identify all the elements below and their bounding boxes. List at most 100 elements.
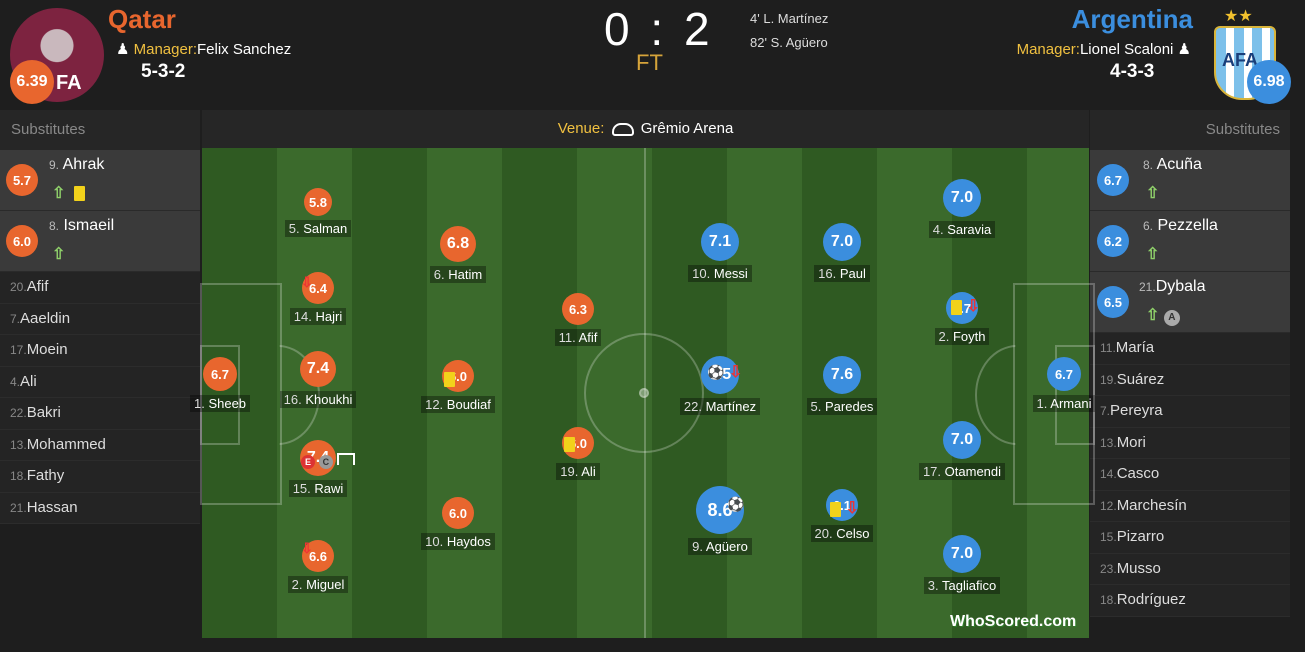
substitute-row[interactable]: 21.Hassan <box>0 492 200 524</box>
sub-off-icon: ⇩ <box>301 540 313 556</box>
substitute-row[interactable]: 6.5 21.Dybala ⇧ A <box>1090 272 1290 333</box>
player-number: 10. <box>692 266 711 281</box>
substitute-row[interactable]: 15.Pizarro <box>1090 522 1290 554</box>
player-name: Aaeldin <box>20 309 71 327</box>
substitute-row[interactable]: 18.Fathy <box>0 461 200 493</box>
substitute-row[interactable]: 20.Afif <box>0 272 200 304</box>
player-name: Afif <box>578 330 598 345</box>
sub-off-icon: ⇩ <box>724 364 743 381</box>
player-number: 11. <box>558 330 576 345</box>
player-name: Sheeb <box>208 396 247 411</box>
player-rating: 7.0 <box>943 179 981 217</box>
substitute-row[interactable]: 13.Mohammed <box>0 429 200 461</box>
substitute-row[interactable]: 6.7 8. Acuña ⇧ <box>1090 150 1290 211</box>
venue-name: Grêmio Arena <box>640 120 734 137</box>
away-team-name[interactable]: Argentina <box>1071 4 1193 34</box>
player-rating: 7.0 <box>823 223 861 261</box>
goal-event: 82' S. Agüero <box>750 35 828 50</box>
substitute-row[interactable]: 4.Ali <box>0 366 200 398</box>
player-number: 21. <box>10 500 27 515</box>
yellow-card-icon: ⇩ <box>830 498 859 518</box>
star-icon: ★★ <box>1224 8 1253 25</box>
player-marker[interactable]: 6.0 19. Ali <box>533 427 623 481</box>
player-rating: 7.1 <box>701 223 739 261</box>
substitute-row[interactable]: 17.Moein <box>0 335 200 367</box>
home-team-name[interactable]: Qatar <box>108 4 176 34</box>
manager-icon: ♟ <box>1177 41 1191 58</box>
substitute-row[interactable]: 23.Musso <box>1090 553 1290 585</box>
substitute-row[interactable]: 5.7 9. Ahrak ⇧ <box>0 150 200 211</box>
player-rating: 6.0 <box>6 225 38 257</box>
whoscored-watermark: WhoScored.com <box>950 613 1077 630</box>
home-team-rating: 6.39 <box>10 60 54 104</box>
player-label: 2. Miguel <box>287 576 349 593</box>
player-name: Haydos <box>446 534 491 549</box>
player-name: Bakri <box>26 404 61 421</box>
goal-event: 4' L. Martínez <box>750 11 828 26</box>
player-number: 10. <box>425 534 444 549</box>
substitute-row[interactable]: 19.Suárez <box>1090 364 1290 396</box>
home-manager-name: Felix Sanchez <box>197 41 292 58</box>
player-label: 1. Sheeb <box>189 395 251 412</box>
player-name: Hajri <box>315 309 343 324</box>
player-label: 12. Boudiaf <box>421 396 495 413</box>
player-rating: 7.0 <box>943 421 981 459</box>
player-rating: 6.0 <box>562 427 594 459</box>
player-name: Pezzella <box>1157 217 1218 234</box>
yellow-card-icon <box>564 435 575 452</box>
player-rating: 8.6 <box>696 486 744 534</box>
substitute-row[interactable]: 7.Aaeldin <box>0 303 200 335</box>
own-goal-icon: E C <box>301 452 355 469</box>
player-name: Dybala <box>1155 278 1206 295</box>
player-rating: 6.8 <box>440 226 476 262</box>
substitute-row[interactable]: 18.Rodríguez <box>1090 585 1290 617</box>
substitute-row[interactable]: 6.2 6. Pezzella ⇧ <box>1090 211 1290 272</box>
player-name: Musso <box>1116 559 1161 577</box>
player-rating: 5.8 <box>304 188 332 216</box>
sub-on-icon: ⇧ <box>1146 185 1160 202</box>
substitute-row[interactable]: 7.Pereyra <box>1090 396 1290 428</box>
substitute-row[interactable]: 13.Mori <box>1090 427 1290 459</box>
player-number: 8. <box>49 219 60 233</box>
player-number: 12. <box>1100 498 1117 513</box>
substitute-row[interactable]: 22.Bakri <box>0 398 200 430</box>
player-number: 5. <box>288 221 300 236</box>
substitute-row[interactable]: 12.Marchesín <box>1090 490 1290 522</box>
player-label: 19. Ali <box>556 463 600 480</box>
substitute-row[interactable]: 11.María <box>1090 333 1290 365</box>
player-number: 19. <box>560 464 579 479</box>
player-rating: 6.7 <box>1097 164 1129 196</box>
player-number: 2. <box>291 577 303 592</box>
substitute-row[interactable]: 14.Casco <box>1090 459 1290 491</box>
assist-icon: A <box>1163 310 1180 326</box>
goal-scorer: S. Agüero <box>770 35 828 50</box>
sub-on-icon: ⇧ <box>1146 307 1160 324</box>
player-number: 14. <box>293 309 312 324</box>
left-goal-box <box>200 345 240 445</box>
player-number: 2. <box>938 329 950 344</box>
player-label: 15. Rawi <box>288 480 348 497</box>
player-name: Martínez <box>705 399 757 414</box>
player-marker[interactable]: 6.72. Foyth <box>917 292 1007 346</box>
player-number: 6. <box>433 267 445 282</box>
substitute-row[interactable]: 6.0 8. Ismaeil ⇧ <box>0 211 200 272</box>
